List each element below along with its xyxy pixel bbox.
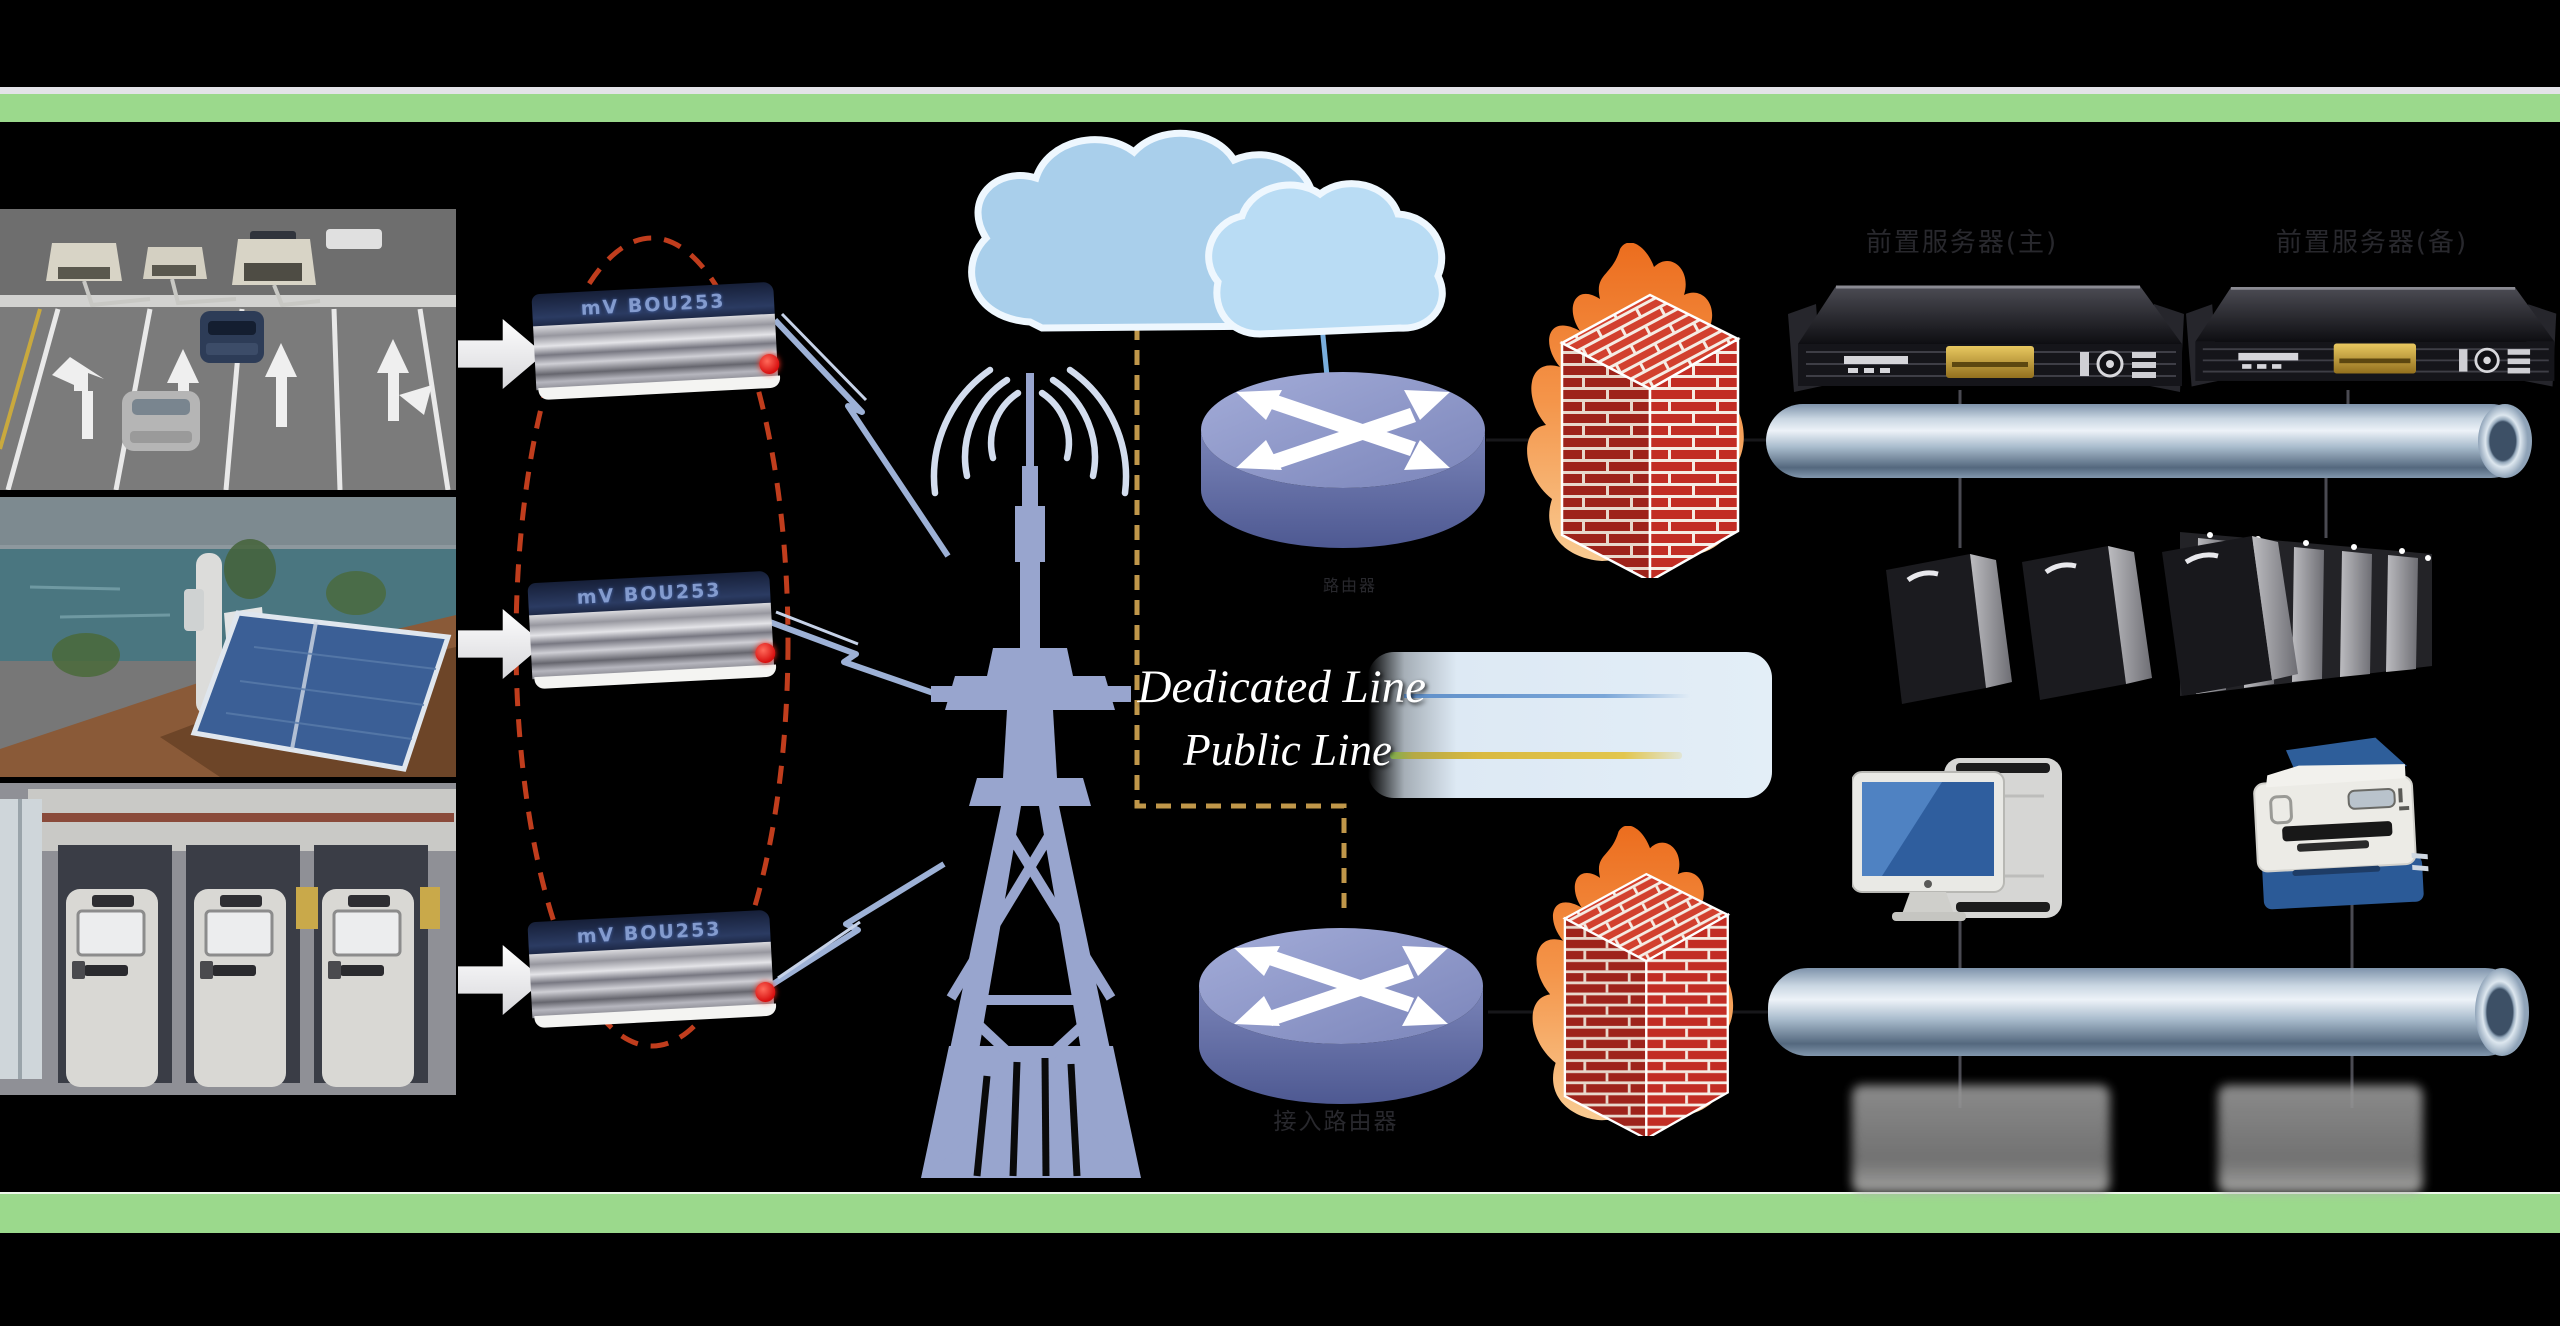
- legend-dedicated-label: Dedicated Line: [1137, 661, 1426, 713]
- lightning-bolt-middle: [768, 619, 943, 699]
- photo-kiosks: [0, 783, 456, 1095]
- traffic-photo-art: [0, 209, 456, 490]
- printer-output-slot: [2282, 821, 2393, 842]
- front-server-backup: [2186, 280, 2560, 394]
- gprs-modem-2: mV BOU253: [527, 570, 777, 690]
- network-printer: [2232, 736, 2437, 911]
- radio-tower: [915, 358, 1145, 1183]
- camera-housings: [46, 239, 321, 308]
- router-bottom-access: [1196, 924, 1486, 1114]
- rack-cabinets: [1886, 536, 2298, 704]
- solar-panel: [190, 610, 452, 772]
- kiosk-machines: [66, 889, 414, 1087]
- router-arrows-icon: [1236, 390, 1450, 470]
- top-white-strip: [0, 87, 2560, 94]
- legend-public-label: Public Line: [1183, 725, 1392, 775]
- photo-solar-station: [0, 497, 456, 777]
- brick-wall-icon: [1562, 872, 1731, 1136]
- solar-photo-art: [0, 497, 456, 777]
- legend-box: [1368, 652, 1772, 798]
- router-bottom-label: 接入路由器: [1273, 1109, 1399, 1135]
- gprs-modem-3: mV BOU253: [527, 909, 777, 1029]
- radio-waves-icon: [930, 366, 1130, 497]
- network-cloud-icon: [952, 126, 1462, 341]
- public-line-link: [1134, 300, 1347, 916]
- legend-public-line-sample: [1390, 752, 1682, 759]
- server-rack-cluster: [1880, 518, 2445, 708]
- bottom-green-bar: [0, 1192, 2560, 1233]
- kiosk-photo-art: [0, 783, 456, 1095]
- workstation-pc: [1852, 756, 2067, 924]
- firewall-top: [1500, 243, 1755, 578]
- tower-silhouette: [921, 373, 1141, 1178]
- tower-slits: [973, 1057, 1081, 1177]
- firewall-bottom: [1498, 826, 1753, 1136]
- router-top: [1198, 368, 1488, 558]
- modem-model-text: mV BOU253: [580, 290, 727, 320]
- pc-monitor: [1852, 771, 2005, 921]
- faded-device-left: [1852, 1085, 2110, 1193]
- brick-wall-icon: [1559, 293, 1741, 578]
- rack-leds: [2207, 532, 2431, 561]
- lightning-bolt-links: [768, 312, 951, 989]
- router-arrows-icon: [1234, 946, 1448, 1026]
- front-server-primary: [1788, 280, 2188, 398]
- server-logo-marks: [1844, 356, 1908, 373]
- server-primary-label: 前置服务器(主): [1865, 228, 2059, 258]
- legend-dedicated-line-sample: [1404, 694, 1690, 698]
- server-badge: [2333, 343, 2417, 374]
- cars: [122, 311, 264, 451]
- server-port-icons: [2459, 347, 2531, 374]
- photo-traffic-intersection: [0, 209, 456, 490]
- server-backup-label: 前置服务器(备): [2275, 228, 2469, 258]
- server-logo-marks: [2238, 352, 2299, 369]
- pipe-open-end: [2478, 404, 2532, 478]
- data-bus-bottom: [1768, 968, 2529, 1056]
- pipe-open-end: [2475, 968, 2529, 1056]
- modem-model-text: mV BOU253: [576, 579, 723, 609]
- server-port-icons: [2080, 350, 2156, 378]
- top-green-bar: [0, 94, 2560, 122]
- gprs-modem-1: mV BOU253: [531, 281, 781, 401]
- cloud-right-lobe: [1205, 180, 1446, 338]
- faded-device-right: [2218, 1085, 2423, 1193]
- lightning-bolt-top: [772, 317, 951, 558]
- modem-model-text: mV BOU253: [576, 918, 723, 948]
- router-top-label: 路由器: [1322, 576, 1377, 595]
- data-bus-top: [1766, 404, 2532, 478]
